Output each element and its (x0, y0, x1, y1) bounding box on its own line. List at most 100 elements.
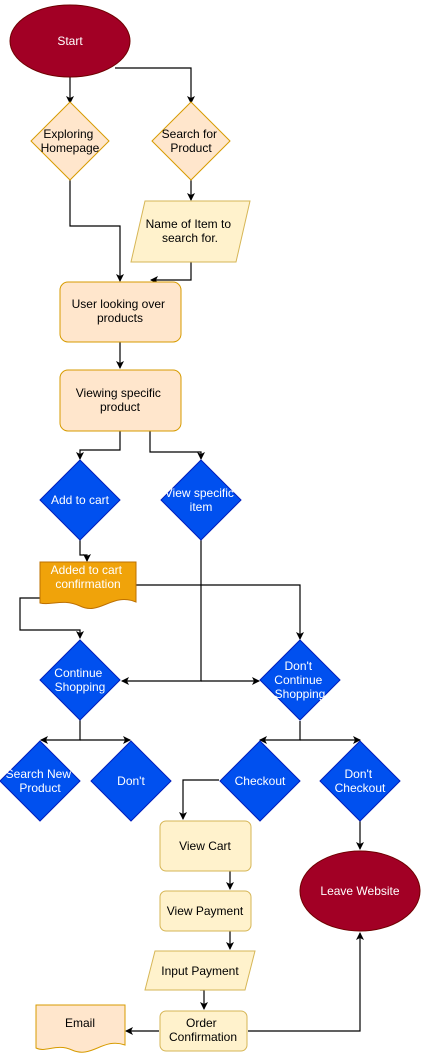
svg-text:View specific item: View specific item (165, 486, 237, 514)
view-payment-node: View Payment (159, 890, 252, 932)
dont-continue-shopping-shape (259, 639, 341, 721)
search-for-product-shape (151, 101, 231, 181)
view-payment-label: View Payment (167, 904, 244, 918)
checkout-node: Checkout (219, 740, 301, 822)
add-to-cart-label: Add to cart (51, 493, 110, 507)
dont-checkout-shape (319, 740, 401, 822)
exploring-homepage-node: Exploring Homepage (30, 101, 110, 181)
edge-checkout-to-view-cart (179, 779, 219, 820)
svg-text:Continue Shopping: Continue Shopping (54, 666, 105, 694)
dont-continue-shopping-label-2: Continue (274, 673, 322, 687)
edge-dont-continue-to-checkout (259, 721, 301, 744)
svg-text:Search New Product: Search New Product (6, 767, 75, 795)
search-for-product-label-2: Product (170, 141, 212, 155)
viewing-specific-label-1: Viewing specific (76, 386, 161, 400)
viewing-specific-label-2: product (100, 400, 141, 414)
search-new-product-shape (0, 740, 81, 822)
email-node: Email (35, 1004, 126, 1053)
added-confirmation-label-1: Added to cart (51, 563, 123, 577)
input-payment-shape (144, 950, 256, 991)
continue-shopping-node: Continue Shopping (39, 639, 121, 721)
exploring-homepage-label-2: Homepage (41, 141, 100, 155)
view-payment-shape (159, 890, 252, 932)
name-of-item-label-1: Name of Item to (146, 217, 232, 231)
user-looking-node: User looking over products (59, 281, 182, 343)
view-specific-item-label-1: View specific (165, 486, 234, 500)
dont-node: Don't (90, 740, 172, 822)
dont-checkout-label-1: Don't (345, 767, 373, 781)
viewing-specific-node: Viewing specific product (59, 369, 182, 432)
added-confirmation-label-2: confirmation (55, 577, 120, 591)
continue-shopping-shape (39, 639, 121, 721)
dont-checkout-label-2: Checkout (335, 781, 386, 795)
input-payment-node: Input Payment (144, 950, 256, 991)
start-label: Start (57, 34, 83, 48)
add-to-cart-shape (39, 459, 121, 541)
edges (19, 67, 364, 1035)
checkout-shape (219, 740, 301, 822)
continue-shopping-label-1: Continue (54, 666, 102, 680)
svg-text:Order Confirmation: Order Confirmation (169, 1016, 237, 1044)
edge-continue-to-search-new (40, 719, 81, 744)
svg-text:Viewing specific product: Viewing specific product (76, 386, 165, 414)
edge-input-to-order-confirmation (200, 989, 208, 1010)
svg-text:Don't Checkout: Don't Checkout (335, 767, 386, 795)
search-new-product-label-1: Search New (6, 767, 72, 781)
order-confirmation-shape (159, 1010, 248, 1052)
edge-viewing-to-view-specific (149, 431, 205, 460)
checkout-label: Checkout (235, 774, 286, 788)
dont-label: Don't (117, 774, 145, 788)
view-cart-shape (159, 820, 252, 872)
name-of-item-label-2: search for. (162, 231, 218, 245)
view-specific-item-shape (160, 459, 242, 541)
start-node: Start (9, 4, 131, 78)
leave-website-shape (299, 850, 421, 932)
dont-shape (90, 740, 172, 822)
leave-website-label: Leave Website (320, 884, 399, 898)
name-of-item-shape (130, 200, 251, 263)
dont-checkout-node: Don't Checkout (319, 740, 401, 822)
search-new-product-node: Search New Product (0, 740, 81, 822)
dont-continue-shopping-label-3: Shopping (275, 687, 326, 701)
svg-text:User looking over produc: User looking over products (72, 297, 169, 325)
edge-exploring-to-user-looking (69, 180, 124, 282)
dont-continue-shopping-label-1: Don't (285, 659, 313, 673)
order-confirmation-label-2: Confirmation (169, 1030, 237, 1044)
view-specific-item-label-2: item (190, 500, 213, 514)
edge-confirmation-to-continue (19, 597, 84, 639)
name-of-item-node: Name of Item to search for. (130, 200, 251, 263)
user-looking-shape (59, 281, 182, 343)
email-shape (35, 1004, 126, 1053)
dont-continue-shopping-node: Don't Continue Shopping (259, 639, 341, 721)
view-cart-node: View Cart (159, 820, 252, 872)
added-confirmation-node: Added to cart confirmation (39, 561, 137, 609)
view-specific-item-node: View specific item (160, 459, 242, 541)
edge-add-to-cart-to-confirmation (79, 540, 91, 562)
search-for-product-node: Search for Product (151, 101, 231, 181)
order-confirmation-node: Order Confirmation (159, 1010, 248, 1052)
view-cart-label: View Cart (179, 839, 231, 853)
exploring-homepage-shape (30, 101, 110, 181)
edge-order-to-leave (248, 932, 364, 1032)
edge-confirmation-to-dont-continue (136, 584, 304, 640)
user-looking-label-1: User looking over (72, 297, 165, 311)
svg-text:Exploring Homepage: Exploring Homepage (41, 127, 100, 155)
edge-viewing-to-add-to-cart (76, 431, 121, 460)
order-confirmation-label-1: Order (186, 1016, 217, 1030)
svg-text:Name of Item to search f: Name of Item to search for. (146, 217, 235, 245)
edge-name-of-item-to-user-looking (150, 262, 192, 284)
svg-text:Don't Continue Sho: Don't Continue Shopping (274, 659, 325, 701)
svg-text:Added to cart confirmati: Added to cart confirmation (51, 563, 126, 591)
exploring-homepage-label-1: Exploring (43, 127, 93, 141)
search-for-product-label-1: Search for (162, 127, 217, 141)
continue-shopping-label-2: Shopping (55, 680, 106, 694)
edge-start-to-search (115, 67, 195, 104)
leave-website-node: Leave Website (299, 850, 421, 932)
edge-view-specific-to-continue (121, 540, 202, 685)
add-to-cart-node: Add to cart (39, 459, 121, 541)
user-looking-label-2: products (97, 311, 143, 325)
viewing-specific-shape (59, 369, 182, 432)
added-confirmation-shape (39, 561, 137, 609)
search-new-product-label-2: Product (19, 781, 61, 795)
